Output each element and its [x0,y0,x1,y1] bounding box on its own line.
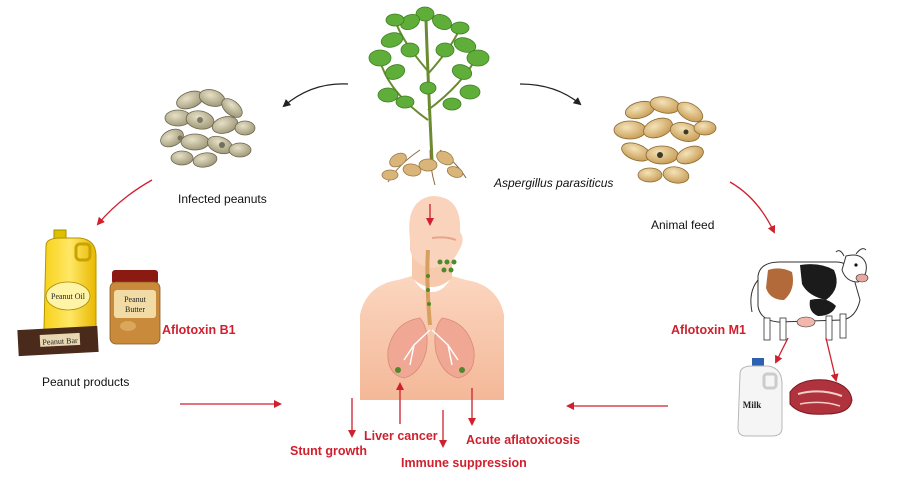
effect-liver-cancer: Liver cancer [364,429,438,443]
aspergillus-peanuts-image [613,96,717,184]
aspergillus-label: Aspergillus parasiticus [494,176,614,190]
aflatoxin-m1-label: Aflotoxin M1 [671,323,746,337]
red-arrows [96,179,839,448]
arrow-plant-to-infected [282,83,349,108]
peanut-products-image: Peanut Oil Peanut Butter Peanut Bar [17,229,161,357]
cow-image [750,248,869,341]
arrow-plant-to-aspergillus [519,83,582,106]
infected-peanuts-image [160,89,256,168]
black-arrows [282,83,582,108]
butter-label-line2: Butter [125,305,145,314]
milk-label: Milk [743,400,762,410]
arrow-cow-to-meat [825,337,839,382]
meat-image [789,379,853,415]
peanut-plant-image [368,6,490,186]
effect-immune-suppression: Immune suppression [401,456,527,470]
butter-label-line1: Peanut [124,295,147,304]
effect-stunt-growth: Stunt growth [290,444,368,458]
human-body-image [360,196,504,400]
arrow-cow-to-milk [775,337,789,364]
animal-feed-label: Animal feed [651,218,715,232]
effect-acute-aflatoxicosis: Acute aflatoxicosis [466,433,580,447]
oil-label: Peanut Oil [51,292,86,301]
peanut-products-label: Peanut products [42,375,130,389]
aflatoxin-b1-label: Aflotoxin B1 [162,323,236,337]
arrow-infected-to-products [96,179,153,226]
bar-label: Peanut Bar [42,336,78,347]
infected-peanuts-label: Infected peanuts [178,192,267,206]
arrow-feed-to-cow [729,181,776,234]
milk-jug-image: Milk [737,358,783,437]
